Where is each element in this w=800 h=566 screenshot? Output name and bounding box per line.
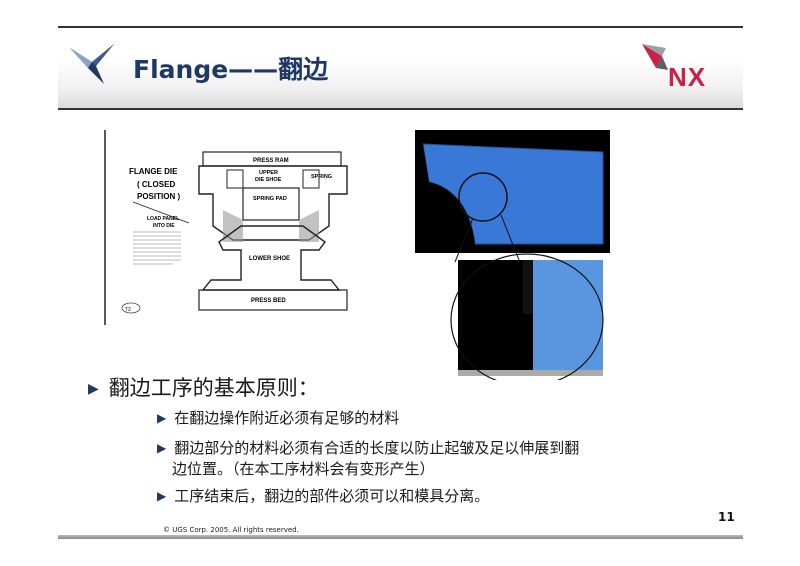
nx-logo-text: NX <box>668 62 707 92</box>
flange-3d-view <box>415 130 610 380</box>
label-closed: ( CLOSED <box>137 180 175 189</box>
header-top-rule <box>58 26 743 28</box>
label-load-panel: LOAD PANEL <box>147 216 179 222</box>
label-die-shoe: DIE SHOE <box>255 177 282 183</box>
label-into-die: INTO DIE <box>153 223 175 229</box>
bullet-triangle-icon: ▶ <box>157 411 167 425</box>
header-bottom-rule <box>58 108 743 110</box>
sub-bullet-text-cont: 边位置。（在本工序材料会有变形产生） <box>172 460 435 478</box>
slide-title: Flange——翻边 <box>133 55 329 84</box>
label-position: POSITION ) <box>137 192 180 201</box>
label-flange-die: FLANGE DIE <box>129 167 178 176</box>
slide-header <box>58 26 743 110</box>
page-number: 11 <box>718 510 735 524</box>
footer-bar <box>58 535 743 539</box>
ugs-star-logo-icon <box>70 44 114 84</box>
label-lower-shoe: LOWER SHOE <box>249 256 290 262</box>
label-spring-pad: SPRING PAD <box>253 196 287 202</box>
nx-logo-icon <box>642 44 668 70</box>
copyright-footer: © UGS Corp. 2005. All rights reserved. <box>163 526 299 534</box>
label-press-bed: PRESS BED <box>251 298 286 304</box>
bullet-triangle-icon: ▶ <box>157 441 167 455</box>
sub-bullet-text: 在翻边操作附近必须有足够的材料 <box>174 409 400 427</box>
sub-bullet-2: ▶ 翻边部分的材料必须有合适的长度以防止起皱及足以伸展到翻 边位置。（在本工序材料… <box>157 438 579 480</box>
sub-bullet-text: 工序结束后，翻边的部件必须可以和模具分离。 <box>174 487 490 505</box>
flange-die-schematic: FLANGE DIE ( CLOSED POSITION ) LOAD PANE… <box>103 130 355 325</box>
label-upper: UPPER <box>259 170 278 176</box>
sub-bullet-text: 翻边部分的材料必须有合适的长度以防止起皱及足以伸展到翻 <box>174 439 580 457</box>
bullet-triangle-icon: ▶ <box>88 381 99 397</box>
label-spring: SPRING <box>311 174 332 180</box>
sub-bullet-1: ▶ 在翻边操作附近必须有足够的材料 <box>157 408 399 429</box>
main-bullet: ▶ 翻边工序的基本原则： <box>88 372 319 402</box>
main-bullet-text: 翻边工序的基本原则： <box>108 376 319 400</box>
label-mark: T2 <box>125 307 131 313</box>
bullet-triangle-icon: ▶ <box>157 489 167 503</box>
label-press-ram: PRESS RAM <box>253 158 289 164</box>
sub-bullet-3: ▶ 工序结束后，翻边的部件必须可以和模具分离。 <box>157 486 489 507</box>
